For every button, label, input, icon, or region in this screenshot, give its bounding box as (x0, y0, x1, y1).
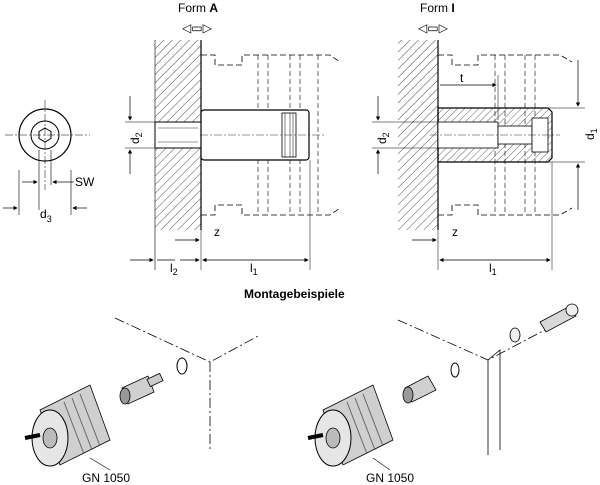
mounting-example-2: GN 1050 (307, 303, 579, 485)
dim-z-form-i: z (452, 225, 458, 239)
section-title: Montagebeispiele (244, 287, 345, 301)
dim-z-form-a: z (214, 225, 220, 239)
form-i-view-symbol: ◁▭▷ (418, 21, 449, 35)
form-a-drawing: d2 z l2 l1 (125, 40, 341, 277)
example-2-label: GN 1050 (366, 471, 414, 485)
form-i-drawing: t d2 d1 z l1 (372, 40, 599, 277)
dim-l1-form-i: l1 (489, 261, 497, 277)
form-a-view-symbol: ◁▭▷ (182, 21, 213, 35)
form-a-title: Form A (178, 1, 218, 15)
dim-l1-form-a: l1 (250, 261, 258, 277)
example-1-label: GN 1050 (82, 471, 130, 485)
form-i-title: Form I (420, 1, 455, 15)
mounting-example-1: GN 1050 (24, 317, 261, 485)
dim-d1: d1 (583, 128, 599, 140)
dim-d3: d3 (40, 207, 52, 224)
dim-d2-form-i: d2 (375, 132, 391, 144)
dim-t: t (460, 71, 464, 85)
dim-l2: l2 (170, 261, 178, 277)
dim-d2-form-a: d2 (128, 132, 144, 144)
end-view: SW d3 (3, 100, 95, 224)
dim-sw: SW (75, 175, 95, 189)
